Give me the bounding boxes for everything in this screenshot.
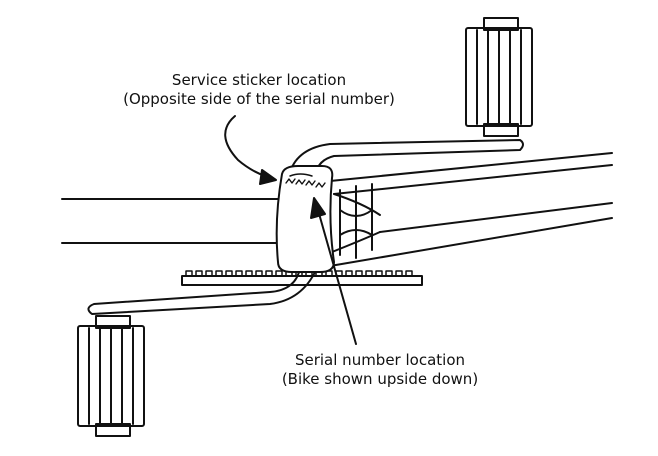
bottom-bracket-shell bbox=[277, 166, 334, 272]
bracket-brace bbox=[340, 184, 372, 258]
serial-number-label: Serial number location (Bike shown upsid… bbox=[230, 351, 530, 389]
upper-pedal bbox=[466, 18, 532, 136]
lower-crank-arm bbox=[88, 268, 316, 314]
service-sticker-title: Service sticker location bbox=[171, 71, 347, 89]
upper-crank-arm bbox=[290, 140, 523, 174]
service-sticker-mark bbox=[286, 179, 325, 187]
chainring bbox=[182, 271, 422, 285]
sticker-arrow bbox=[225, 116, 276, 184]
service-sticker-note: (Opposite side of the serial number) bbox=[123, 90, 395, 108]
down-tube bbox=[62, 199, 282, 243]
serial-arrow bbox=[311, 198, 356, 344]
serial-number-note: (Bike shown upside down) bbox=[281, 370, 479, 388]
chain-stays bbox=[330, 153, 612, 266]
serial-number-title: Serial number location bbox=[294, 351, 466, 369]
service-sticker-label: Service sticker location (Opposite side … bbox=[78, 71, 440, 109]
lower-pedal bbox=[78, 316, 144, 436]
